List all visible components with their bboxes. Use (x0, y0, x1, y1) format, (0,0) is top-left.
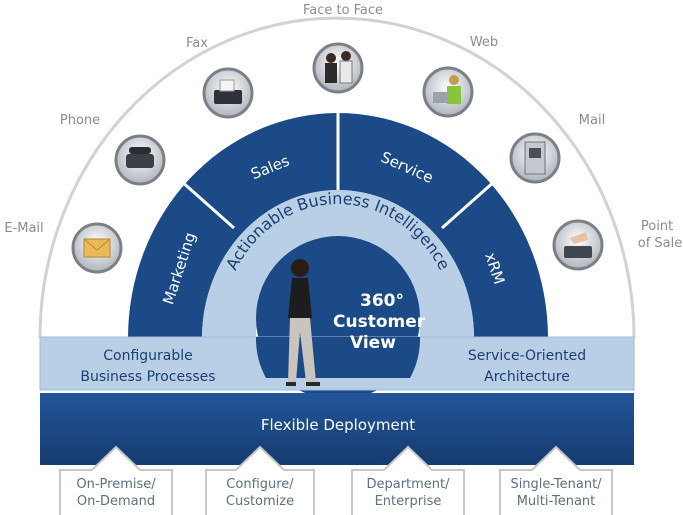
band-left-line1: Configurable (103, 348, 193, 364)
option-arrow-4 (499, 445, 613, 515)
option-1-line1: On-Premise/ (76, 477, 156, 492)
email-icon (71, 222, 123, 274)
channel-pos-line1: Point (641, 219, 673, 234)
bi-ring (202, 190, 474, 338)
web-icon (422, 66, 474, 118)
channel-pos-line2: of Sale (638, 236, 683, 251)
option-4-line2: Multi-Tenant (517, 494, 596, 509)
option-arrow-2 (205, 445, 315, 515)
option-4-line1: Single-Tenant/ (510, 477, 602, 492)
deployment-bar (40, 393, 634, 465)
option-3-line1: Department/ (366, 477, 450, 492)
channel-mail: Mail (579, 113, 605, 128)
phone-icon (114, 134, 166, 186)
channel-face-to-face: Face to Face (303, 3, 383, 18)
band-right-line1: Service-Oriented (468, 348, 586, 364)
center-line-view: View (350, 333, 396, 353)
center-line-360: 360° (360, 291, 404, 311)
point-of-sale-icon (552, 219, 604, 271)
fax-icon (202, 67, 254, 119)
option-3-line2: Enterprise (375, 494, 442, 509)
face-to-face-icon (312, 42, 364, 94)
segment-separators (179, 112, 497, 230)
channel-fax: Fax (186, 36, 208, 51)
option-2-line1: Configure/ (226, 477, 294, 492)
option-arrow-1 (59, 445, 173, 515)
mail-icon (509, 132, 561, 184)
band-left-line2: Business Processes (80, 369, 215, 385)
channel-email: E-Mail (4, 221, 43, 236)
band-right-line2: Architecture (484, 369, 570, 385)
channel-phone: Phone (60, 113, 100, 128)
channel-arc (38, 16, 636, 339)
option-arrow-3 (351, 445, 465, 515)
option-arrows (59, 445, 613, 515)
option-2-line2: Customize (226, 494, 294, 509)
deployment-label: Flexible Deployment (261, 416, 415, 434)
center-line-customer: Customer (333, 312, 426, 332)
channel-web: Web (470, 35, 498, 50)
person-icon (286, 259, 320, 386)
option-1-line2: On-Demand (77, 494, 155, 509)
segment-ring (128, 113, 548, 338)
